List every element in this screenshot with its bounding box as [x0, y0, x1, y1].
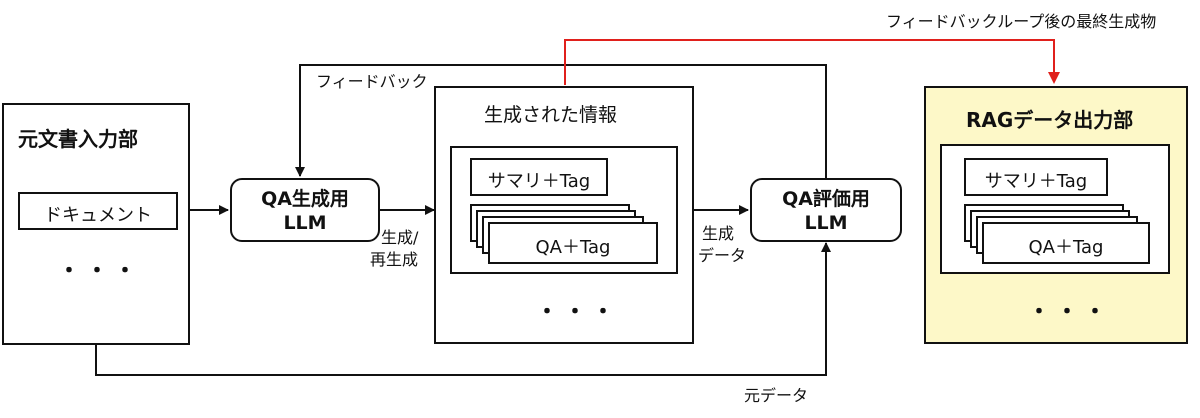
output-summary-label: サマリ＋Tag — [984, 171, 1088, 192]
generated-qa-card: QA＋Tag — [488, 222, 658, 264]
generated-summary-label: サマリ＋Tag — [487, 171, 591, 192]
feedback-label: フィードバック — [316, 72, 428, 91]
arrow-original-data — [95, 242, 831, 376]
source-panel-title: 元文書入力部 — [18, 127, 138, 151]
output-panel: RAGデータ出力部 サマリ＋Tag QA＋Tag ・・・ — [924, 86, 1188, 344]
output-qa-label: QA＋Tag — [1028, 237, 1104, 258]
output-cards-frame: サマリ＋Tag QA＋Tag — [940, 144, 1170, 274]
source-panel: 元文書入力部 ドキュメント ・・・ — [2, 103, 190, 345]
generate-label-line1: 生成/ — [381, 228, 419, 247]
generator-llm-line2: LLM — [283, 212, 327, 234]
generator-llm-box: QA生成用 LLM — [230, 178, 380, 242]
generated-ellipsis: ・・・ — [536, 300, 621, 325]
arrow-final-output — [564, 39, 1060, 85]
generated-data-label-line1: 生成 — [702, 224, 735, 243]
source-ellipsis: ・・・ — [58, 259, 143, 284]
evaluator-llm-line1: QA評価用 — [782, 188, 870, 210]
generated-data-label-line2: データ — [698, 246, 747, 265]
generated-summary-card: サマリ＋Tag — [470, 158, 608, 196]
arrow-feedback-loop — [295, 64, 827, 178]
evaluator-llm-box: QA評価用 LLM — [750, 178, 902, 242]
generate-label-line2: 再生成 — [370, 250, 419, 269]
evaluator-llm-line2: LLM — [804, 212, 848, 234]
output-summary-card: サマリ＋Tag — [964, 158, 1108, 196]
output-ellipsis: ・・・ — [1028, 300, 1113, 325]
generated-qa-label: QA＋Tag — [535, 237, 611, 258]
output-qa-card: QA＋Tag — [982, 222, 1150, 264]
output-panel-title: RAGデータ出力部 — [966, 108, 1134, 132]
document-label: ドキュメント — [44, 205, 152, 226]
final-output-label: フィードバックループ後の最終生成物 — [886, 12, 1157, 31]
original-data-label: 元データ — [744, 386, 809, 405]
generated-cards-frame: サマリ＋Tag QA＋Tag — [450, 146, 678, 274]
generated-panel: 生成された情報 サマリ＋Tag QA＋Tag ・・・ — [434, 86, 694, 344]
generated-panel-title: 生成された情報 — [484, 104, 618, 126]
document-box: ドキュメント — [18, 192, 178, 230]
generator-llm-line1: QA生成用 — [261, 188, 349, 210]
